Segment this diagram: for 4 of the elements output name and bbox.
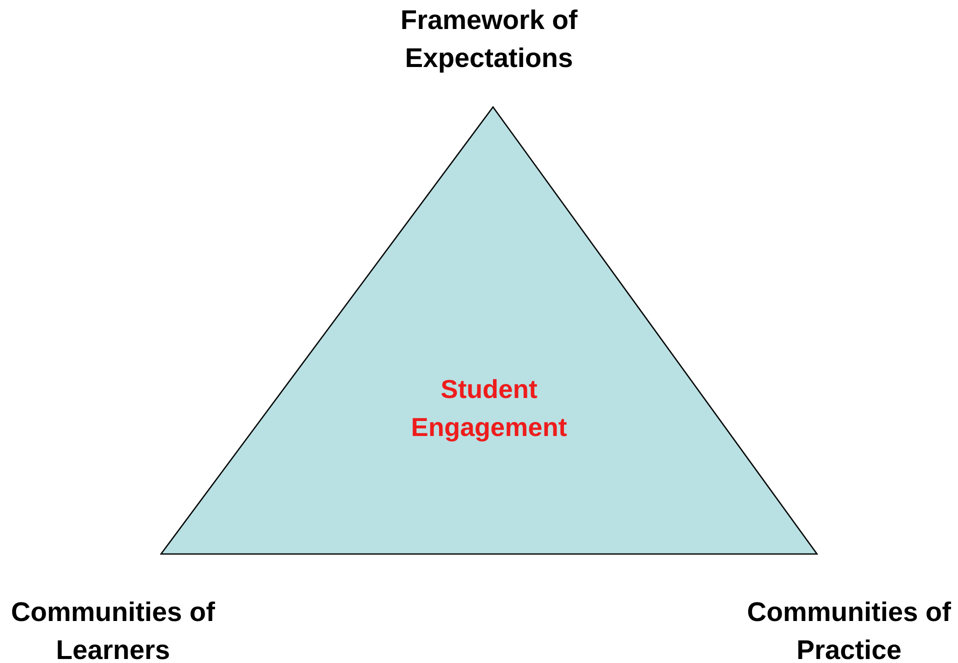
center-label: Student Engagement [410,373,568,444]
corner-label: Communities of Learners [10,596,216,663]
corner-label: Framework of Expectations [399,4,579,75]
corner-label: Communities of Practice [746,596,952,663]
